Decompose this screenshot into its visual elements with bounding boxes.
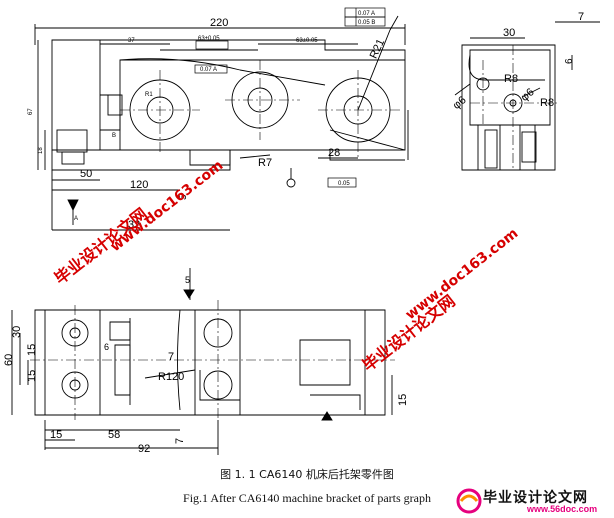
tolerance-frame-bottom: 0.05 [338,181,350,187]
dim-58: 58 [108,429,120,441]
dim-7-b: 7 [168,351,174,363]
watermark-site-name-1: 毕业设计论文网 [51,204,151,288]
dim-220: 220 [210,17,228,29]
radius-r120: R120 [158,371,184,383]
logo-site-name: 毕业设计论文网 [483,490,588,506]
dim-28: 28 [328,147,340,159]
radius-r8-b: R8 [540,97,554,109]
dim-18: 18 [38,147,44,154]
dim-15-a: 15 [26,344,38,356]
dim-15-c: 15 [50,429,62,441]
dim-50: 50 [80,168,92,180]
dim-60: 60 [3,354,15,366]
dim-6: 6 [564,58,575,64]
dim-63-b: 63±0.05 [296,38,318,44]
radius-r1: R1 [145,92,153,98]
dim-5-b: 5 [185,275,190,285]
dim-67: 67 [28,108,34,115]
dim-15-b: 15 [26,370,38,382]
tolerance-frame-mid: 0.07 A [200,67,217,73]
front-view [34,15,409,231]
dim-37: 37 [128,38,135,44]
dim-5: 5 [178,194,189,200]
logo-url: www.56doc.com [527,504,598,514]
figure-caption-chinese: 图 1. 1 CA6140 机床后托架零件图 [220,468,394,481]
dim-30-top: 30 [11,326,23,338]
dim-6-b: 6 [104,342,109,352]
datum-b: B [112,133,116,139]
dim-30: 30 [503,27,515,39]
datum-a: A [74,216,78,222]
radius-r7: R7 [258,157,272,169]
dim-7: 7 [578,11,584,23]
radius-r21: R21 [368,37,387,60]
watermark-site-name-2: 毕业设计论文网 [359,291,459,375]
dim-63-a: 63±0.05 [198,36,220,42]
dim-92: 92 [138,443,150,455]
top-view [11,268,395,455]
dim-7-c: 7 [174,438,186,444]
dim-32: 32 [128,219,140,231]
logo-swirl-icon [456,488,482,514]
figure-caption-english: Fig.1 After CA6140 machine bracket of pa… [183,491,431,505]
diameter-phi6-a: φ6 [451,94,469,112]
dim-120: 120 [130,179,148,191]
tolerance-frame-top-a: 0.07 A [358,11,375,17]
side-view [454,21,600,171]
dim-15-d: 15 [397,394,409,406]
site-logo: 毕业设计论文网 www.56doc.com [455,486,613,516]
radius-r8-a: R8 [504,73,518,85]
watermark-url-2: www.doc163.com [403,225,522,323]
watermark-url-1: www.doc163.com [108,157,227,255]
tolerance-frame-top-b: 0.05 B [358,20,375,26]
